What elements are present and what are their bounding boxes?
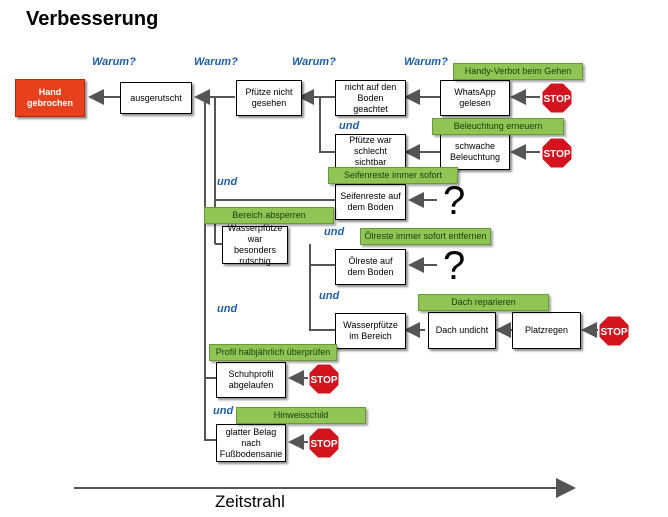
box-seifenreste: Seifenreste auf dem Boden: [335, 184, 406, 220]
box-pfuetze-nicht-gesehen: Pfütze nicht gesehen: [236, 80, 302, 116]
measure-profil: Profil halbjährlich überprüfen: [209, 344, 337, 361]
und-label-3: und: [324, 226, 345, 238]
stop-sign-icon: STOP: [308, 427, 340, 459]
stop-label: STOP: [310, 439, 337, 450]
question-mark-icon: ?: [443, 179, 466, 223]
why-label-3: Warum?: [292, 56, 336, 68]
measure-hinweisschild: Hinweisschild: [236, 407, 366, 424]
und-label-6: und: [213, 405, 234, 417]
box-dach-undicht: Dach undicht: [428, 312, 496, 349]
und-label-4: und: [319, 290, 340, 302]
box-nicht-auf-boden: nicht auf den Boden geachtet: [335, 80, 406, 116]
box-schlecht-sichtbar: Pfütze war schlecht sichtbar: [335, 134, 406, 168]
stop-label: STOP: [310, 375, 337, 386]
stop-sign-icon: STOP: [541, 137, 573, 169]
box-wasser-rutschig: Wasserpfütze war besonders rutschig: [222, 223, 288, 266]
box-whatsapp: WhatsApp gelesen: [440, 80, 510, 116]
box-schuhprofil: Schuhprofil abgelaufen: [216, 362, 286, 398]
measure-handy-verbot: Handy-Verbot beim Gehen: [453, 63, 583, 80]
box-ausgerutscht: ausgerutscht: [120, 82, 192, 114]
box-platzregen: Platzregen: [512, 312, 581, 349]
measure-dach-reparieren: Dach reparieren: [418, 294, 549, 311]
box-hand-gebrochen: Hand gebrochen: [15, 79, 85, 117]
und-label-1: und: [339, 120, 360, 132]
box-schwache-beleuchtung: schwache Beleuchtung: [440, 134, 510, 170]
timeline-label: Zeitstrahl: [215, 492, 285, 511]
page-title: Verbesserung: [26, 8, 159, 30]
measure-oelreste: Ölreste immer sofort entfernen: [360, 228, 491, 245]
box-glatter-belag: glatter Belag nach Fußbodensanie: [216, 424, 286, 462]
box-oelreste: Ölreste auf dem Boden: [335, 249, 406, 285]
stop-sign-icon: STOP: [308, 363, 340, 395]
measure-seifenreste: Seifenreste immer sofort: [328, 167, 458, 184]
measure-bereich-absperren: Bereich absperren: [204, 207, 334, 224]
und-label-5: und: [217, 303, 238, 315]
question-mark-icon: ?: [443, 244, 466, 288]
box-wasser-bereich: Wasserpfütze im Bereich: [335, 313, 406, 349]
measure-beleuchtung: Beleuchtung erneuern: [432, 118, 564, 135]
stop-label: STOP: [543, 94, 570, 105]
why-label-2: Warum?: [194, 56, 238, 68]
stop-sign-icon: STOP: [541, 82, 573, 114]
stop-label: STOP: [543, 149, 570, 160]
why-label-1: Warum?: [92, 56, 136, 68]
stop-sign-icon: STOP: [598, 315, 630, 347]
und-label-2: und: [217, 176, 238, 188]
stop-label: STOP: [600, 327, 627, 338]
why-label-4: Warum?: [404, 56, 448, 68]
